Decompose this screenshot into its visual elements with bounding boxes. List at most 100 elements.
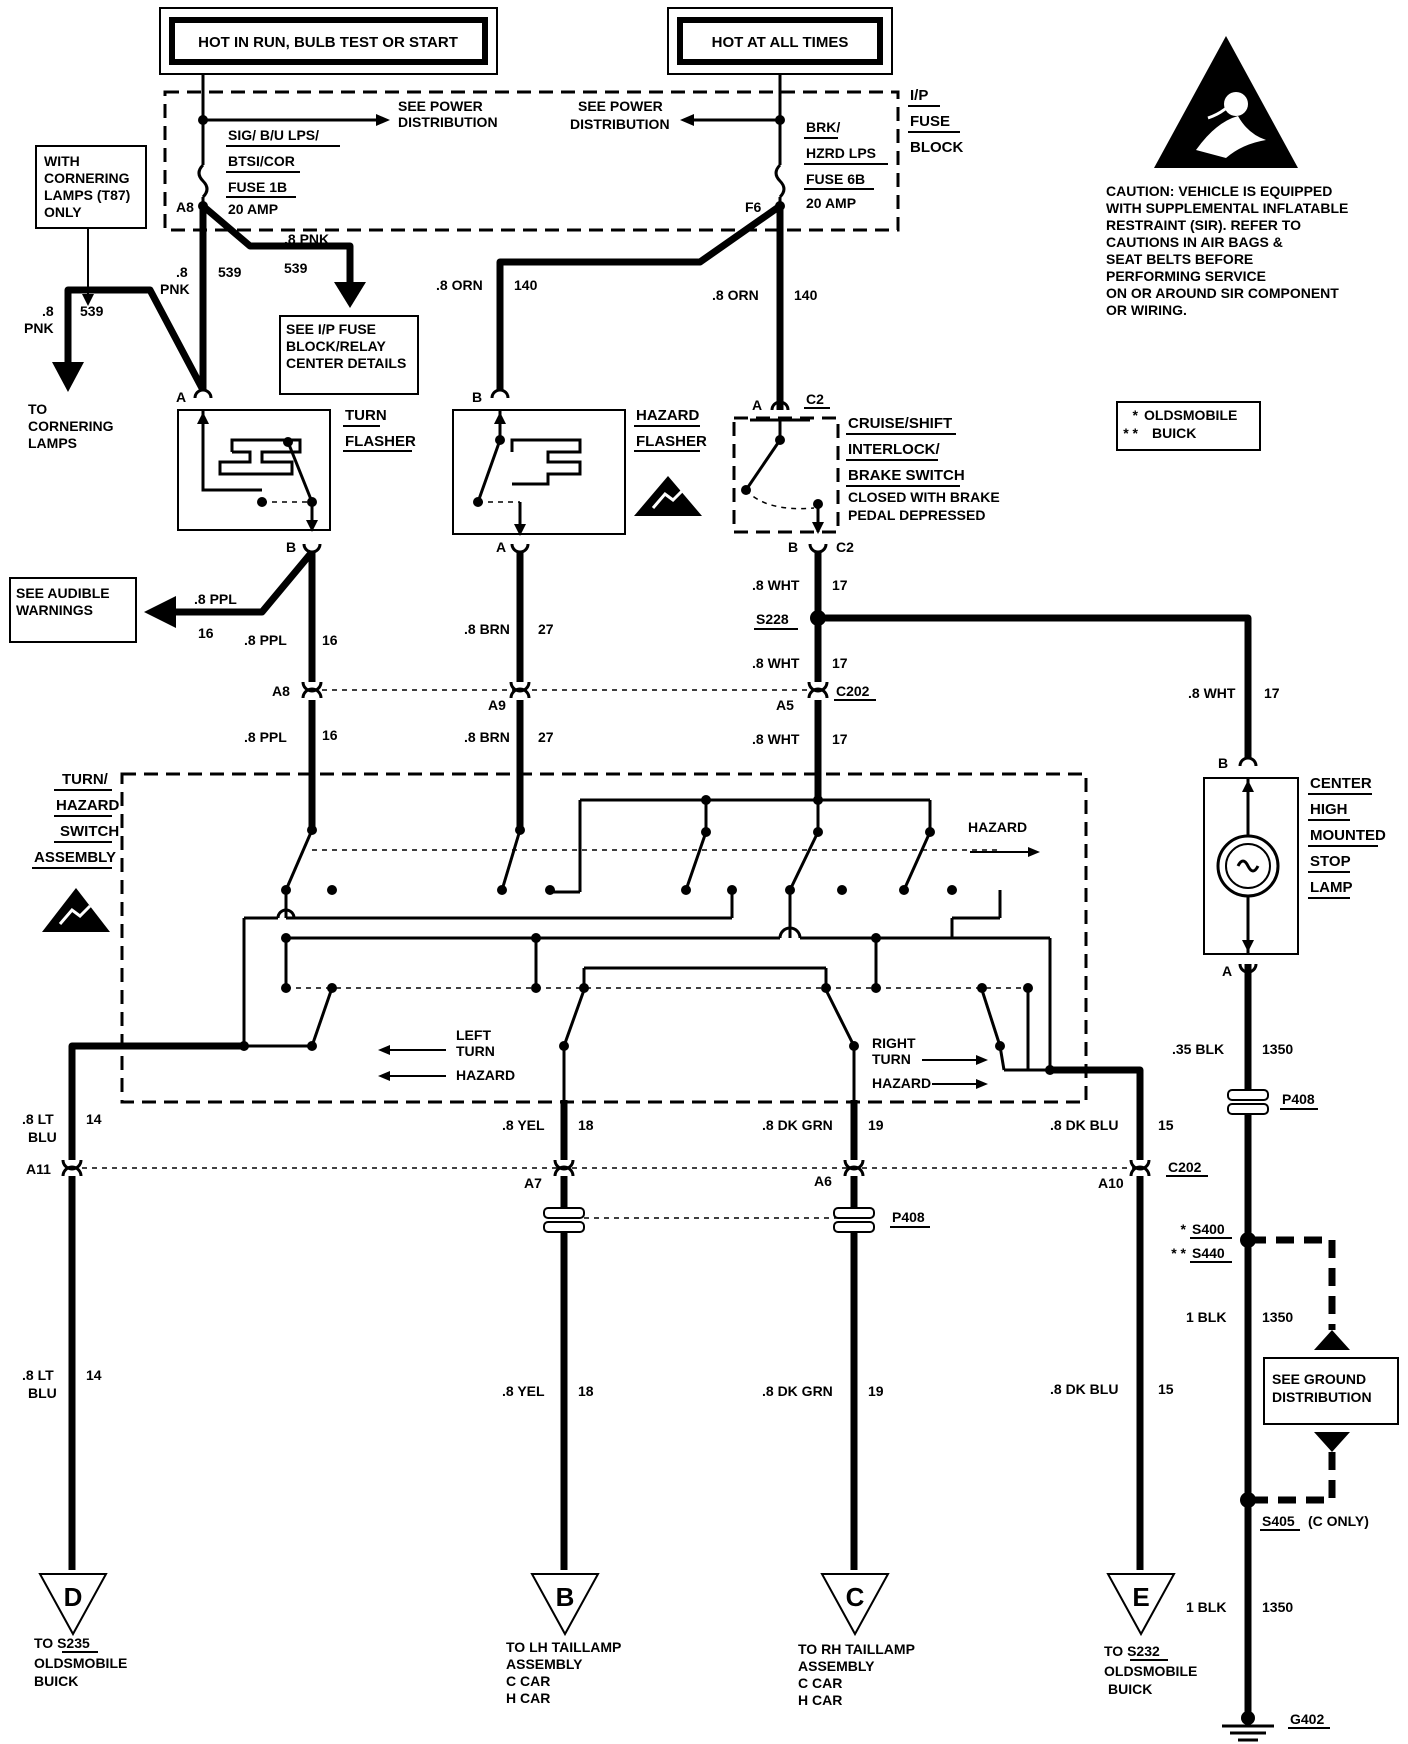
- w539-gauge: .8: [176, 264, 188, 280]
- fuse1-line2: BTSI/COR: [228, 153, 295, 169]
- fuse2-line4: 20 AMP: [806, 195, 856, 211]
- terminal-b-line1: TO LH TAILLAMP: [506, 1639, 621, 1655]
- chmsl-pin-bottom: A: [1222, 963, 1232, 979]
- brake-pin-bottom: B: [788, 539, 798, 555]
- see-power-right-1: SEE POWER: [578, 98, 663, 114]
- w27-a-num: 27: [538, 621, 554, 637]
- p408-mid-label: P408: [892, 1209, 925, 1225]
- right-label-1: RIGHT: [872, 1035, 916, 1051]
- c202-bot-name: C202: [1168, 1159, 1202, 1175]
- w16-a: .8 PPL: [244, 632, 287, 648]
- terminal-e: E TO S232 OLDSMOBILE BUICK: [1104, 1573, 1197, 1697]
- w140-left: .8 ORN: [436, 277, 483, 293]
- connector-p408-right: P408: [1227, 1089, 1318, 1115]
- w1350-a-num: 1350: [1262, 1041, 1293, 1057]
- right-label-2: TURN: [872, 1051, 911, 1067]
- cornering-to-3: LAMPS: [28, 435, 77, 451]
- audible-wire-label: .8 PPL: [194, 591, 237, 607]
- w1350-c-num: 1350: [1262, 1599, 1293, 1615]
- w17-d: .8 WHT: [1188, 685, 1236, 701]
- left-label-1: LEFT: [456, 1027, 491, 1043]
- w27-b: .8 BRN: [464, 729, 510, 745]
- splice-s405: [1240, 1492, 1256, 1508]
- caution-line4: CAUTIONS IN AIR BAGS &: [1106, 234, 1283, 250]
- w140-right-num: 140: [794, 287, 818, 303]
- w15-a-num: 15: [1158, 1117, 1174, 1133]
- hazard-flasher-label-1: HAZARD: [636, 407, 699, 424]
- hazard-label: HAZARD: [968, 819, 1027, 835]
- switch-label-2: HAZARD: [56, 797, 119, 814]
- terminal-e-letter: E: [1132, 1582, 1149, 1612]
- left-label-2: TURN: [456, 1043, 495, 1059]
- fuse1-pin: A8: [176, 199, 194, 215]
- terminal-e-line3: BUICK: [1108, 1681, 1152, 1697]
- terminal-c-line2: ASSEMBLY: [798, 1658, 875, 1674]
- connector-c202-bottom: A11 A7 A6 A10 C202: [26, 1159, 1208, 1191]
- fuse2-pin: F6: [745, 199, 762, 215]
- c202-top-a8: A8: [272, 683, 290, 699]
- s405-note: (C ONLY): [1308, 1513, 1369, 1529]
- power-box-hot-in-run: HOT IN RUN, BULB TEST OR START: [159, 7, 498, 75]
- turn-flasher-label-1: TURN: [345, 407, 387, 424]
- w18-a-num: 18: [578, 1117, 594, 1133]
- cornering-box-line1: WITH: [44, 153, 80, 169]
- fuse-block-label-1: I/P: [910, 87, 928, 104]
- wire-140-hazard: [496, 203, 783, 390]
- caution-line1: CAUTION: VEHICLE IS EQUIPPED: [1106, 183, 1332, 199]
- brake-switch: A C2 CRUISE/SHIFT INTERLOCK/ BRAKE SWITC…: [732, 391, 1000, 555]
- hazard-flasher-label-2: FLASHER: [636, 433, 707, 450]
- terminal-b: B TO LH TAILLAMP ASSEMBLY C CAR H CAR: [506, 1573, 621, 1706]
- brake-label-1: CRUISE/SHIFT: [848, 415, 952, 432]
- see-ip-fuse-box: SEE I/P FUSE BLOCK/RELAY CENTER DETAILS: [279, 315, 419, 395]
- terminal-e-line1: TO S232: [1104, 1643, 1160, 1659]
- caution-line8: OR WIRING.: [1106, 302, 1187, 318]
- terminal-d: D TO S235 OLDSMOBILE BUICK: [34, 1573, 127, 1689]
- c202-bot-a10: A10: [1098, 1175, 1124, 1191]
- see-ground-distribution-box: SEE GROUND DISTRIBUTION: [1263, 1357, 1399, 1425]
- see-ip-wire-num: 539: [284, 260, 308, 276]
- brake-conn-bottom: C2: [836, 539, 854, 555]
- see-power-left-2: DISTRIBUTION: [398, 114, 498, 130]
- see-ip-line2: BLOCK/RELAY: [286, 338, 386, 354]
- fuse2-line3: FUSE 6B: [806, 171, 865, 187]
- chmsl-label-4: STOP: [1310, 853, 1351, 870]
- brake-label-2: INTERLOCK/: [848, 441, 940, 458]
- legend-buick-mark: * *: [1123, 425, 1138, 441]
- see-ip-line3: CENTER DETAILS: [286, 355, 406, 371]
- caution-line2: WITH SUPPLEMENTAL INFLATABLE: [1106, 200, 1348, 216]
- legend-olds-mark: *: [1133, 407, 1139, 423]
- g402-label: G402: [1290, 1711, 1324, 1727]
- w14-a-1: .8 LT: [22, 1111, 54, 1127]
- w14-b-2: BLU: [28, 1385, 57, 1401]
- w1350-a: .35 BLK: [1172, 1041, 1224, 1057]
- hazard-flasher: B HAZARD FLASHER A: [452, 388, 707, 555]
- turn-hazard-switch-assembly: TURN/ HAZARD SWITCH ASSEMBLY: [32, 771, 1088, 1104]
- turn-flasher: A TURN FLASHER B: [176, 388, 416, 555]
- terminal-c-line1: TO RH TAILLAMP: [798, 1641, 915, 1657]
- w19-a: .8 DK GRN: [762, 1117, 833, 1133]
- switch-label-1: TURN/: [62, 771, 109, 788]
- w18-b-num: 18: [578, 1383, 594, 1399]
- connector-p408-mid: P408: [543, 1207, 930, 1233]
- chmsl-pin-top: B: [1218, 755, 1228, 771]
- caution-line5: SEAT BELTS BEFORE: [1106, 251, 1253, 267]
- terminal-d-line1: TO S235: [34, 1635, 90, 1651]
- w18-b: .8 YEL: [502, 1383, 545, 1399]
- hazard-flasher-pin-bottom: A: [496, 539, 506, 555]
- terminal-d-line2: OLDSMOBILE: [34, 1655, 127, 1671]
- switch-label-4: ASSEMBLY: [34, 849, 116, 866]
- terminal-d-line3: BUICK: [34, 1673, 78, 1689]
- terminal-c-line4: H CAR: [798, 1692, 842, 1708]
- see-ip-wire-label: .8 PNK: [284, 231, 329, 247]
- w19-b: .8 DK GRN: [762, 1383, 833, 1399]
- chmsl-label-1: CENTER: [1310, 775, 1372, 792]
- fuse1-line3: FUSE 1B: [228, 179, 287, 195]
- c202-bot-a11: A11: [26, 1161, 51, 1177]
- cornering-box-line4: ONLY: [44, 204, 82, 220]
- legend-box: * OLDSMOBILE * * BUICK: [1116, 401, 1261, 451]
- c202-top-a5: A5: [776, 697, 794, 713]
- w14-b-num: 14: [86, 1367, 102, 1383]
- terminal-c: C TO RH TAILLAMP ASSEMBLY C CAR H CAR: [798, 1573, 915, 1708]
- w16-a-num: 16: [322, 632, 338, 648]
